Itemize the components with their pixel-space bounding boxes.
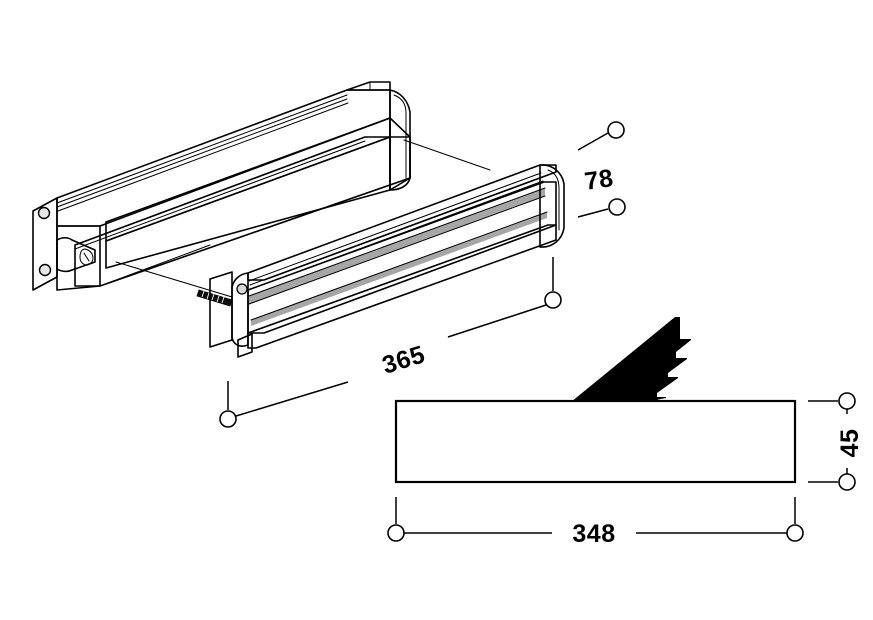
- upper-channel-top-face: [56, 89, 391, 227]
- lower-rail-bottom-face: [247, 224, 557, 349]
- mounting-pin-slot: [83, 252, 90, 262]
- screw-shank: [196, 289, 233, 307]
- section-rectangle: [394, 399, 797, 484]
- lower-rail-right-endcap-inner: [547, 169, 560, 231]
- upper-channel-cavity: [389, 117, 411, 191]
- dimension-348-dot-left: [387, 524, 405, 542]
- saw-blade-icon: [571, 317, 691, 402]
- dimension-365-label: 365: [379, 340, 429, 379]
- dimension-348-dot-right: [786, 524, 804, 542]
- mounting-pin-end-ellipse: [79, 248, 94, 266]
- lower-rail-groove-line-2: [249, 176, 543, 286]
- dimension-365-dot-right: [544, 291, 562, 309]
- dimension-365-line-left: [235, 381, 349, 417]
- dimension-365-line-right: [447, 304, 547, 338]
- dimension-45: 45: [808, 392, 864, 491]
- saw-blade-graphic: [571, 317, 691, 402]
- lower-rail-endcap-hole-icon: [236, 283, 248, 295]
- dimension-45-dot-bottom: [838, 473, 856, 491]
- assembly-leader-lines: [115, 139, 491, 298]
- endcap-hole-top-icon: [37, 206, 51, 220]
- fastener-screw: [196, 289, 233, 307]
- lower-rail-right-endcap: [539, 164, 565, 248]
- saw-blade-tooth-detail: [638, 398, 660, 402]
- lower-rail-endcap-block: [209, 271, 233, 348]
- lower-rail-part: [209, 164, 565, 358]
- dimension-78-leader-top: [577, 132, 609, 151]
- dimension-45-dot-top: [838, 392, 856, 410]
- upper-channel-left-block: [56, 225, 101, 291]
- upper-channel-top-boss: [346, 81, 391, 91]
- upper-channel-right-corner: [389, 89, 411, 191]
- dimension-365-dot-left: [219, 410, 237, 428]
- dimension-348-label: 348: [572, 520, 615, 548]
- upper-channel-cavity-floor: [105, 117, 391, 242]
- upper-channel-bottom-edge: [99, 244, 211, 287]
- dimension-348: 348: [387, 497, 804, 548]
- section-view-blank: [394, 399, 797, 484]
- upper-channel-part: [32, 81, 411, 291]
- lower-rail-band-1: [249, 188, 545, 304]
- assembly-leader-bottom: [115, 261, 233, 298]
- dimension-78-label: 78: [583, 164, 615, 196]
- lower-rail-bottom-lip: [237, 333, 253, 358]
- dimension-78-dot-bottom: [608, 198, 626, 216]
- upper-channel-ridge-line-2: [56, 98, 348, 208]
- dimension-78-dot-top: [607, 121, 625, 139]
- mounting-pin: [56, 236, 96, 273]
- lower-rail-band-2-line: [250, 211, 548, 321]
- screw-thread-lines: [201, 290, 225, 304]
- dimension-78: 78: [577, 121, 626, 218]
- upper-channel-crease: [74, 140, 366, 250]
- dimension-45-label: 45: [836, 429, 864, 458]
- dimension-78-leader-bottom: [577, 208, 609, 218]
- lower-rail-groove-line-1: [248, 172, 542, 282]
- assembly-leader-top: [403, 139, 491, 171]
- upper-channel-ridge-line-3: [57, 102, 349, 212]
- upper-channel-ridge-line-1: [56, 94, 348, 204]
- lower-rail-band-2: [251, 212, 547, 326]
- upper-channel-right-corner-inner: [393, 94, 407, 179]
- lower-rail-band-1-line: [248, 187, 546, 305]
- endcap-hole-bottom-icon: [38, 263, 52, 277]
